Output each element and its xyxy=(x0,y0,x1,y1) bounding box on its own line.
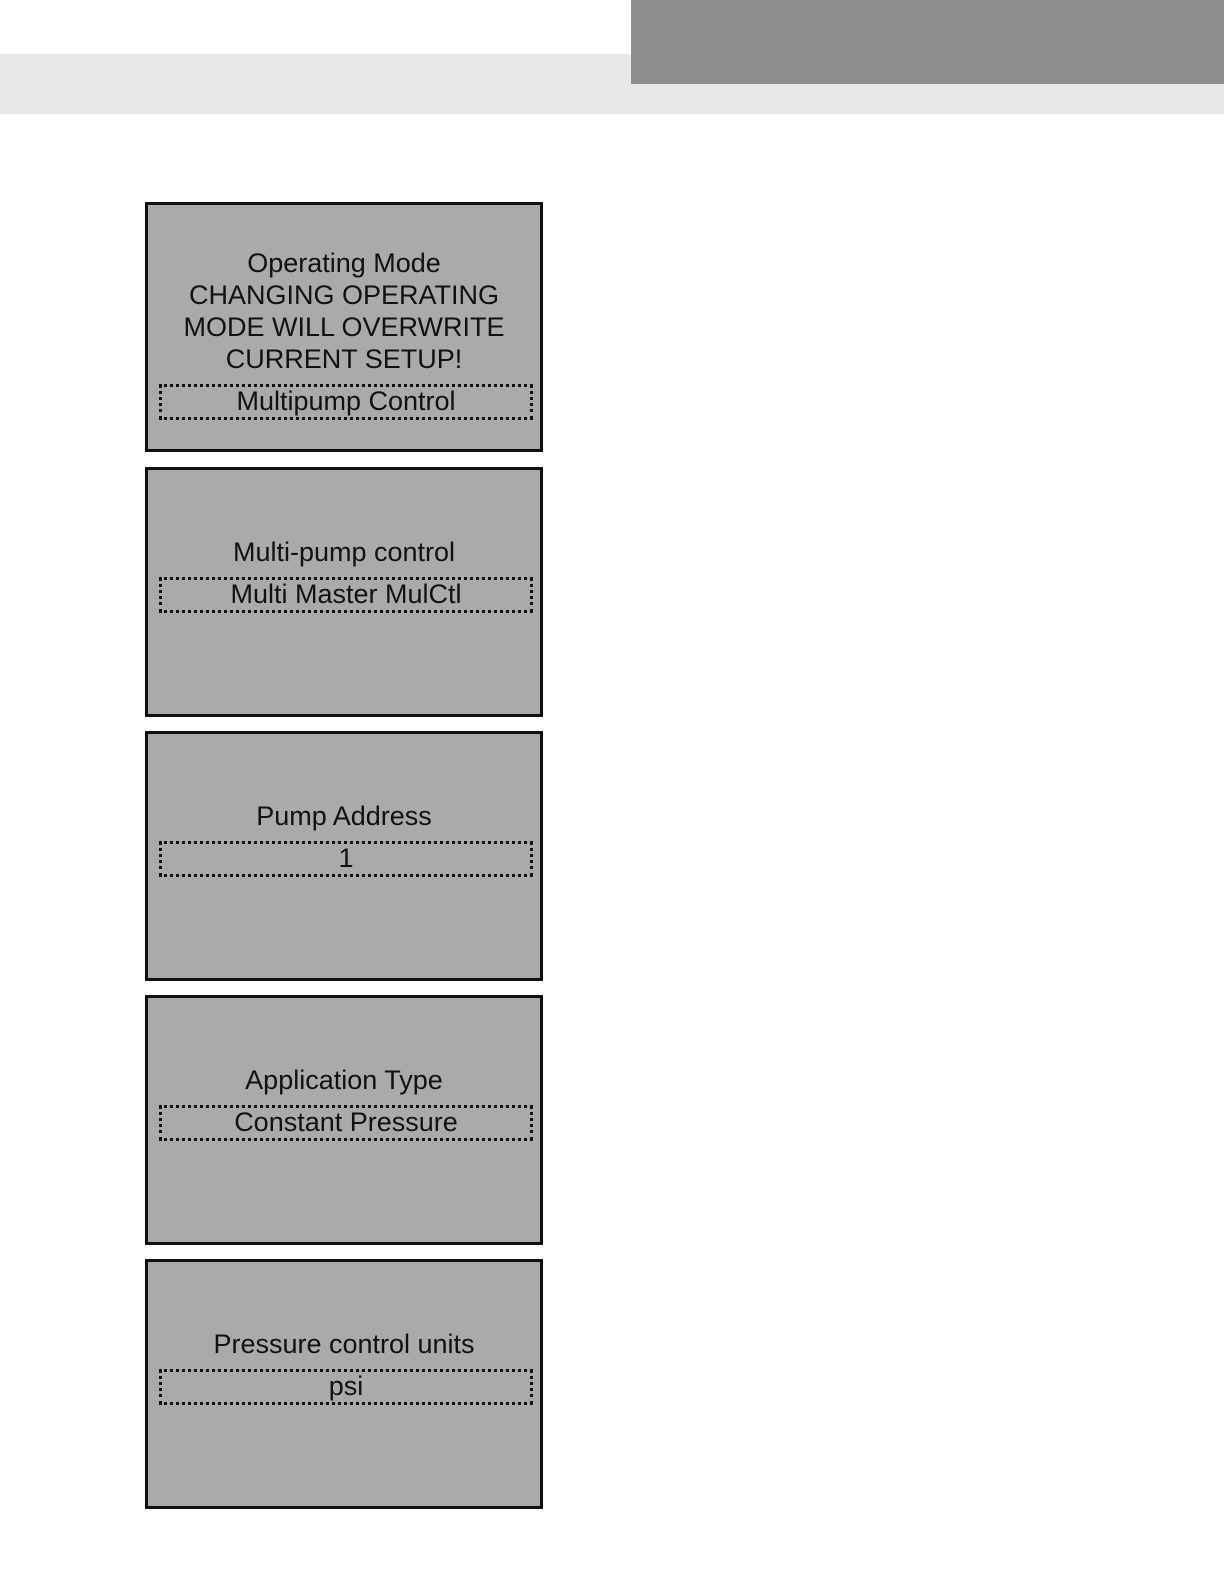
screen-title: Operating Mode CHANGING OPERATING MODE W… xyxy=(148,247,540,375)
display-screen-operating-mode: Operating Mode CHANGING OPERATING MODE W… xyxy=(145,202,543,452)
screen-value-selection[interactable]: Multipump Control xyxy=(159,384,533,420)
screen-title: Pump Address xyxy=(148,800,540,832)
screen-value-selection[interactable]: Constant Pressure xyxy=(159,1105,533,1141)
screen-warning-line: CURRENT SETUP! xyxy=(148,343,540,375)
screen-value-selection[interactable]: 1 xyxy=(159,841,533,877)
screen-title: Application Type xyxy=(148,1064,540,1096)
screen-warning-line: MODE WILL OVERWRITE xyxy=(148,311,540,343)
header-tab-block xyxy=(631,0,1224,84)
screen-title-line: Operating Mode xyxy=(148,247,540,279)
display-screen-application-type: Application Type Constant Pressure xyxy=(145,995,543,1245)
display-screen-multi-pump-control: Multi-pump control Multi Master MulCtl xyxy=(145,467,543,717)
screen-title: Pressure control units xyxy=(148,1328,540,1360)
screen-value-selection[interactable]: Multi Master MulCtl xyxy=(159,577,533,613)
screen-title: Multi-pump control xyxy=(148,536,540,568)
display-screen-pressure-control-units: Pressure control units psi xyxy=(145,1259,543,1509)
screen-value-selection[interactable]: psi xyxy=(159,1369,533,1405)
screen-warning-line: CHANGING OPERATING xyxy=(148,279,540,311)
display-screen-pump-address: Pump Address 1 xyxy=(145,731,543,981)
